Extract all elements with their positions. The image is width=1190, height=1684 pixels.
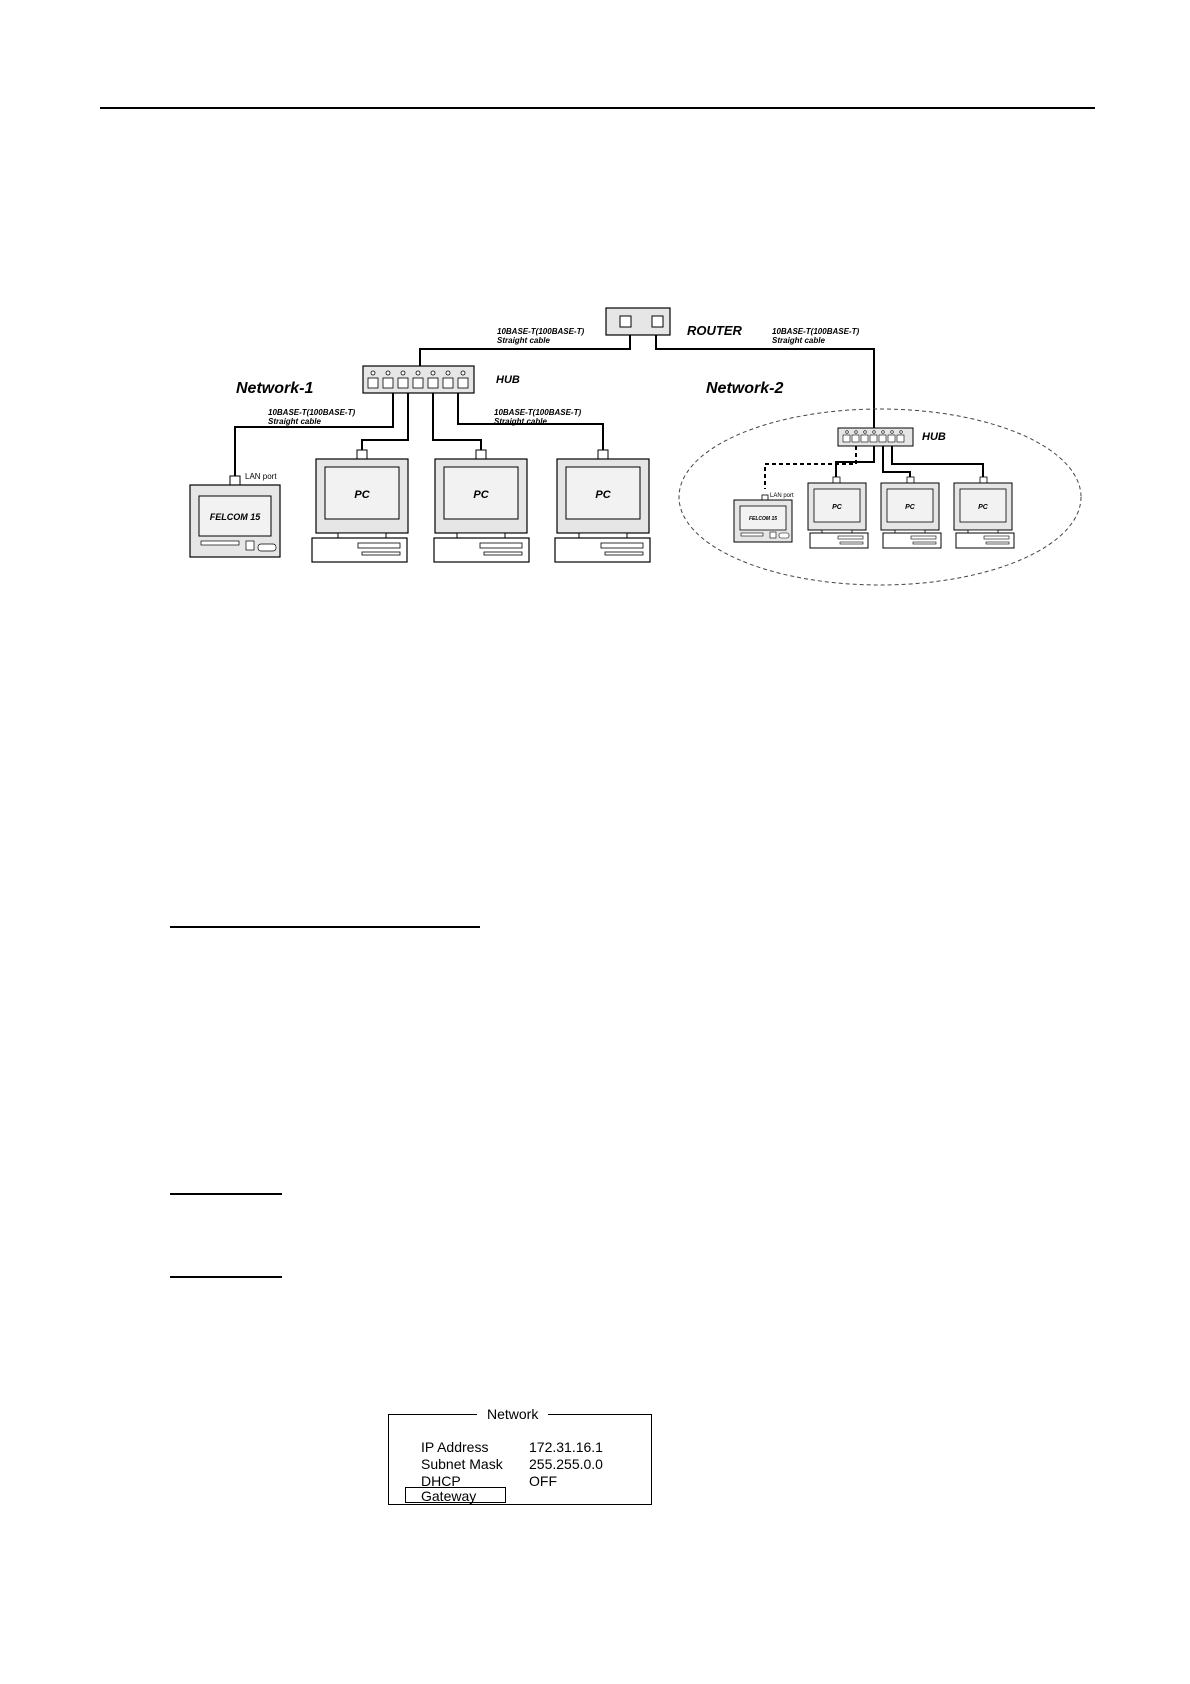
header-rule — [100, 107, 1095, 109]
pc-5 — [880, 476, 942, 549]
pc-label-6: PC — [978, 504, 989, 511]
felcom-terminal-1 — [189, 475, 281, 558]
pc-label-4: PC — [832, 504, 843, 511]
ip-address-value: 172.31.16.1 — [529, 1439, 603, 1455]
hub-2-label: HUB — [922, 431, 946, 443]
cable-top-left-line1: 10BASE-T(100BASE-T) — [497, 327, 584, 336]
lan-port-label-1: LAN port — [245, 472, 277, 481]
pc-4 — [807, 476, 869, 549]
network-2-label: Network-2 — [706, 380, 783, 397]
cable-top-right-line2: Straight cable — [772, 336, 825, 345]
felcom-label-1: FELCOM 15 — [210, 512, 262, 522]
pc-label-1: PC — [354, 489, 370, 501]
pc-label-2: PC — [473, 489, 489, 501]
pc-label-5: PC — [905, 504, 916, 511]
pc-3 — [554, 449, 651, 563]
hub-1 — [362, 365, 475, 394]
subheading-rule-2 — [170, 1276, 282, 1278]
pc-2 — [433, 449, 530, 563]
router-cables — [419, 335, 875, 428]
network-diagram: ROUTER 10BASE-T(100BASE-T) Straight cabl… — [189, 307, 1082, 586]
network-settings-panel: Network IP Address 172.31.16.1 Subnet Ma… — [388, 1405, 652, 1505]
subnet-mask-value: 255.255.0.0 — [529, 1456, 603, 1472]
subnet-mask-label: Subnet Mask — [421, 1456, 503, 1472]
cable-pcs-line2: Straight cable — [494, 417, 547, 426]
pc-6 — [953, 476, 1015, 549]
hub-2-felcom-cable — [764, 446, 857, 489]
dhcp-label: DHCP — [421, 1473, 461, 1489]
cable-top-right-line1: 10BASE-T(100BASE-T) — [772, 327, 859, 336]
gateway-menu-item[interactable]: Gateway — [405, 1487, 506, 1504]
felcom-terminal-2 — [733, 494, 793, 543]
cable-top-left-line2: Straight cable — [497, 336, 550, 345]
ip-address-label: IP Address — [421, 1439, 489, 1455]
lan-port-label-2: LAN port — [770, 493, 794, 499]
router-label: ROUTER — [687, 323, 743, 338]
hub-1-label: HUB — [496, 374, 520, 386]
network-panel-title: Network — [477, 1405, 549, 1423]
pc-1 — [311, 449, 409, 563]
subheading-rule-1 — [170, 1193, 282, 1195]
pc-label-3: PC — [595, 489, 611, 501]
hub-1-cables — [234, 393, 604, 476]
network-1-label: Network-1 — [236, 380, 313, 397]
cable-felcom-line2: Straight cable — [268, 417, 321, 426]
felcom-label-2: FELCOM 15 — [749, 516, 777, 522]
router — [605, 307, 671, 336]
cable-felcom-line1: 10BASE-T(100BASE-T) — [268, 408, 355, 417]
dhcp-value: OFF — [529, 1473, 557, 1489]
hub-2 — [837, 427, 914, 447]
network-2-boundary — [678, 408, 1082, 586]
gateway-label: Gateway — [421, 1488, 477, 1504]
section-heading-rule — [170, 926, 480, 928]
cable-pcs-line1: 10BASE-T(100BASE-T) — [494, 408, 581, 417]
hub-2-cables — [835, 446, 984, 477]
